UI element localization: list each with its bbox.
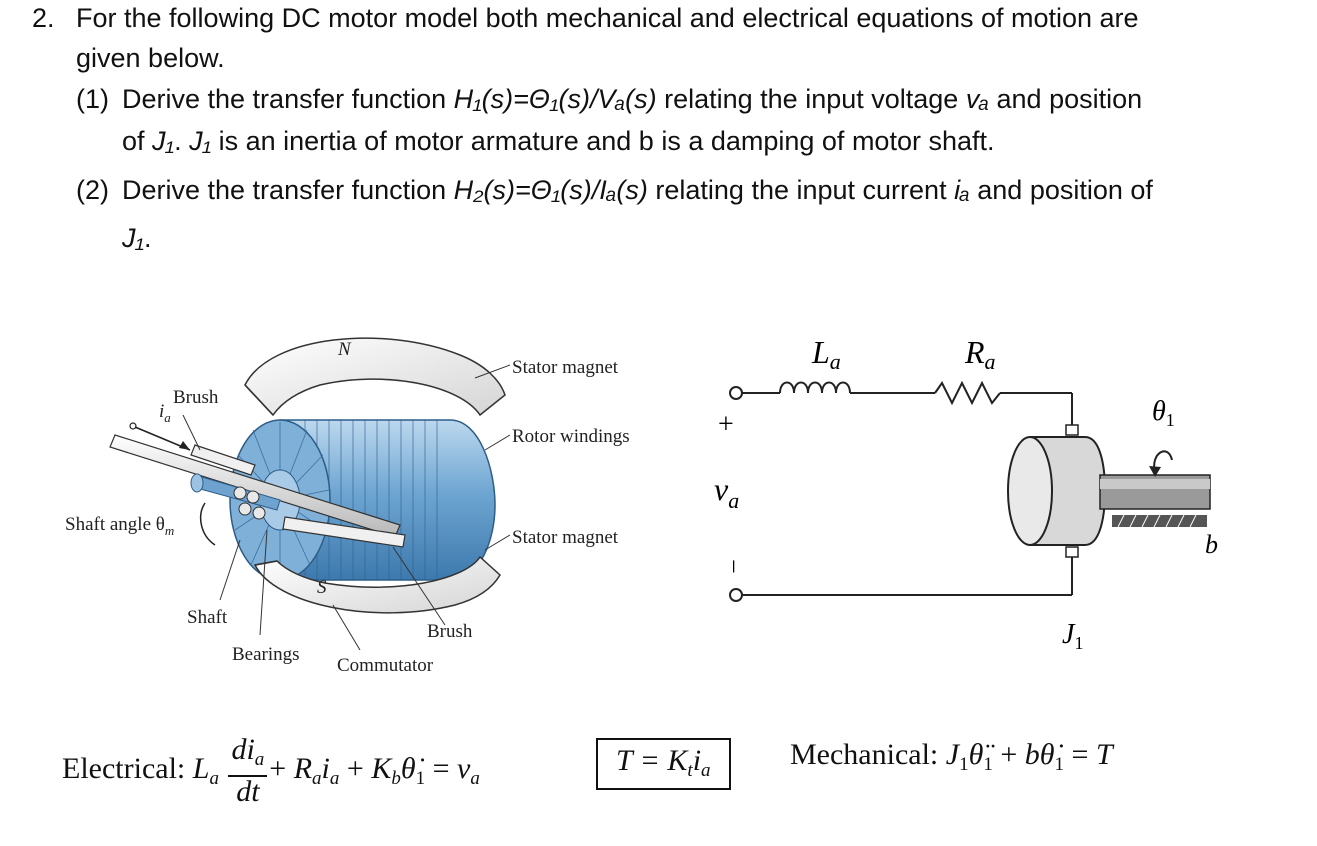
south-pole-label: S [317, 577, 327, 598]
voltage-label: va [714, 471, 739, 513]
stator-magnet-top-label: Stator magnet [512, 357, 619, 378]
commutator-label: Commutator [337, 655, 434, 676]
part2-line2: J₁. [122, 223, 152, 253]
positive-terminal [729, 386, 743, 400]
commutator [233, 486, 266, 520]
north-pole-label: N [337, 339, 352, 360]
bearings-label: Bearings [232, 644, 300, 665]
part1-line1: Derive the transfer function H₁(s)=Θ₁(s)… [122, 84, 1143, 114]
plus-sign: + [718, 409, 734, 440]
question-intro-line1: For the following DC motor model both me… [76, 3, 1139, 33]
brush-left-label: Brush [173, 387, 219, 408]
minus-sign: − [719, 559, 748, 574]
mechanical-equation: Mechanical: J1θ̈1 + bθ̇1 = T [790, 738, 1113, 775]
shaft-angle-label: Shaft angle θm [65, 514, 174, 538]
inertia-label: J1 [1062, 619, 1083, 653]
damper [1112, 514, 1207, 528]
shaft-angle-arrow [199, 502, 216, 546]
stator-magnet-bottom [253, 555, 501, 614]
current-label: ia [159, 401, 171, 425]
rotor-windings-label: Rotor windings [512, 426, 630, 447]
brush-bottom-label: Brush [427, 621, 473, 642]
part2-label: (2) [76, 175, 109, 205]
part1-label: (1) [76, 84, 109, 114]
motor-body [1007, 424, 1211, 558]
question-number: 2. [32, 3, 55, 33]
negative-terminal [729, 588, 743, 602]
stator-magnet-bottom-label: Stator magnet [512, 527, 619, 548]
question-block: 2. For the following DC motor model both… [0, 0, 1317, 260]
stator-magnet-top [244, 337, 506, 417]
torque-equation: T = Ktia [596, 738, 731, 790]
transfer-function-h2: H₂(s)=Θ₁(s)/Iₐ(s) [453, 175, 648, 205]
shaft-label: Shaft [187, 607, 228, 628]
inductor-label: La [811, 334, 841, 374]
transfer-function-h1: H₁(s)=Θ₁(s)/Vₐ(s) [453, 84, 657, 114]
electrical-label: Electrical: [62, 751, 186, 785]
brush-left [190, 444, 256, 476]
brush-bottom [282, 516, 406, 548]
inductor-coil [779, 381, 851, 394]
mechanical-label: Mechanical: [790, 738, 939, 771]
theta-label: θ1 [1152, 396, 1175, 430]
part2-line1: Derive the transfer function H₂(s)=Θ₁(s)… [122, 175, 1153, 205]
circuit-diagram: La Ra + va − θ1 b J1 [714, 334, 1218, 653]
dc-motor-diagram: N S Stator magnet Rotor windings Stator … [65, 337, 630, 676]
damping-label: b [1205, 530, 1218, 559]
question-intro-line2: given below. [76, 43, 225, 73]
part1-line2: of J₁. J₁ is an inertia of motor armatur… [122, 126, 995, 156]
resistor-zigzag [934, 380, 1001, 406]
resistor-label: Ra [964, 334, 996, 374]
